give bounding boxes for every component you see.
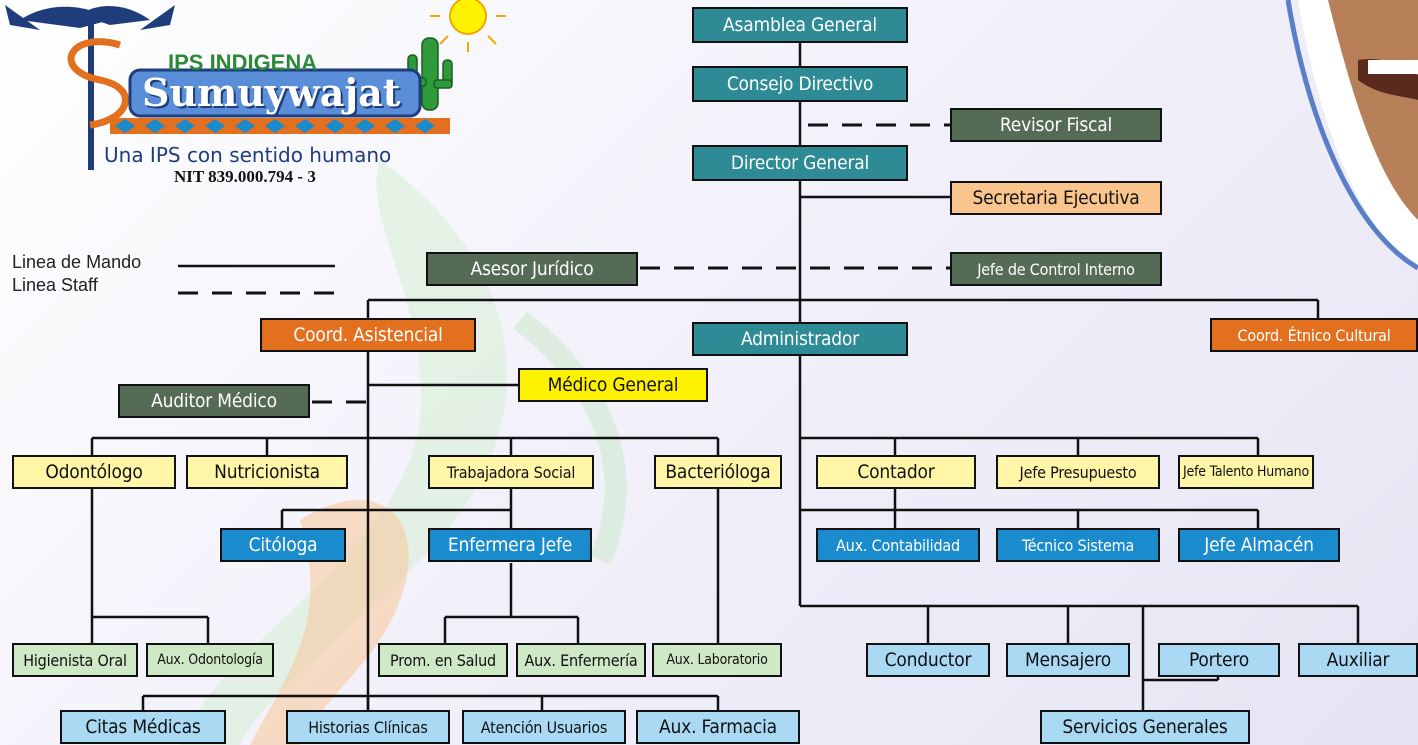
logo-slogan: Una IPS con sentido humano <box>104 143 392 167</box>
node-aux-contabilidad: Aux. Contabilidad <box>816 528 980 562</box>
node-odontologo: Odontólogo <box>12 455 176 489</box>
caduceus-icon <box>5 5 175 170</box>
logo: IPS INDIGENA Sumuywajat Una IPS con sent… <box>0 0 520 200</box>
node-citologa: Citóloga <box>220 528 346 562</box>
node-enfermera: Enfermera Jefe <box>428 528 592 562</box>
node-jefe-presupuesto: Jefe Presupuesto <box>996 455 1160 489</box>
node-higienista: Higienista Oral <box>12 643 138 677</box>
node-secretaria: Secretaria Ejecutiva <box>950 181 1162 215</box>
node-auxiliar: Auxiliar <box>1298 643 1418 677</box>
node-control: Jefe de Control Interno <box>950 252 1162 286</box>
node-coord-asistencial: Coord. Asistencial <box>260 318 476 352</box>
photo-portrait <box>1258 0 1418 270</box>
node-prom-salud: Prom. en Salud <box>378 643 508 677</box>
node-citas: Citas Médicas <box>60 710 226 744</box>
node-director: Director General <box>692 145 908 181</box>
node-asamblea: Asamblea General <box>692 7 908 43</box>
node-farmacia: Aux. Farmacia <box>636 710 800 744</box>
node-trabajadora: Trabajadora Social <box>428 455 594 489</box>
node-tecnico: Técnico Sistema <box>996 528 1160 562</box>
node-aux-odontologia: Aux. Odontología <box>146 643 274 677</box>
node-asesor: Asesor Jurídico <box>426 252 638 286</box>
node-administrador: Administrador <box>692 322 908 356</box>
node-revisor: Revisor Fiscal <box>950 108 1162 142</box>
logo-name: Sumuywajat <box>142 70 401 115</box>
node-medico: Médico General <box>518 368 708 402</box>
node-jefe-talento: Jefe Talento Humano <box>1178 455 1314 489</box>
node-consejo: Consejo Directivo <box>692 66 908 102</box>
node-historias: Historias Clínicas <box>286 710 450 744</box>
node-conductor: Conductor <box>866 643 990 677</box>
node-aux-laboratorio: Aux. Laboratorio <box>652 643 782 677</box>
node-contador: Contador <box>816 455 976 489</box>
sun-icon <box>430 0 506 52</box>
node-aux-enfermeria: Aux. Enfermería <box>516 643 646 677</box>
node-nutricionista: Nutricionista <box>186 455 348 489</box>
logo-prefix: IPS INDIGENA <box>168 50 318 75</box>
node-mensajero: Mensajero <box>1006 643 1130 677</box>
node-servicios: Servicios Generales <box>1040 710 1250 744</box>
node-coord-etnico: Coord. Étnico Cultural <box>1210 318 1418 352</box>
node-almacen: Jefe Almacén <box>1178 528 1340 562</box>
node-atencion: Atención Usuarios <box>462 710 626 744</box>
node-auditor: Auditor Médico <box>118 384 310 418</box>
legend-staff-line: Linea Staff <box>12 275 98 295</box>
legend-command-line: Linea de Mando <box>12 252 142 272</box>
logo-nit: NIT 839.000.794 - 3 <box>174 167 316 186</box>
node-portero: Portero <box>1158 643 1280 677</box>
node-bacteriologa: Bacterióloga <box>654 455 782 489</box>
